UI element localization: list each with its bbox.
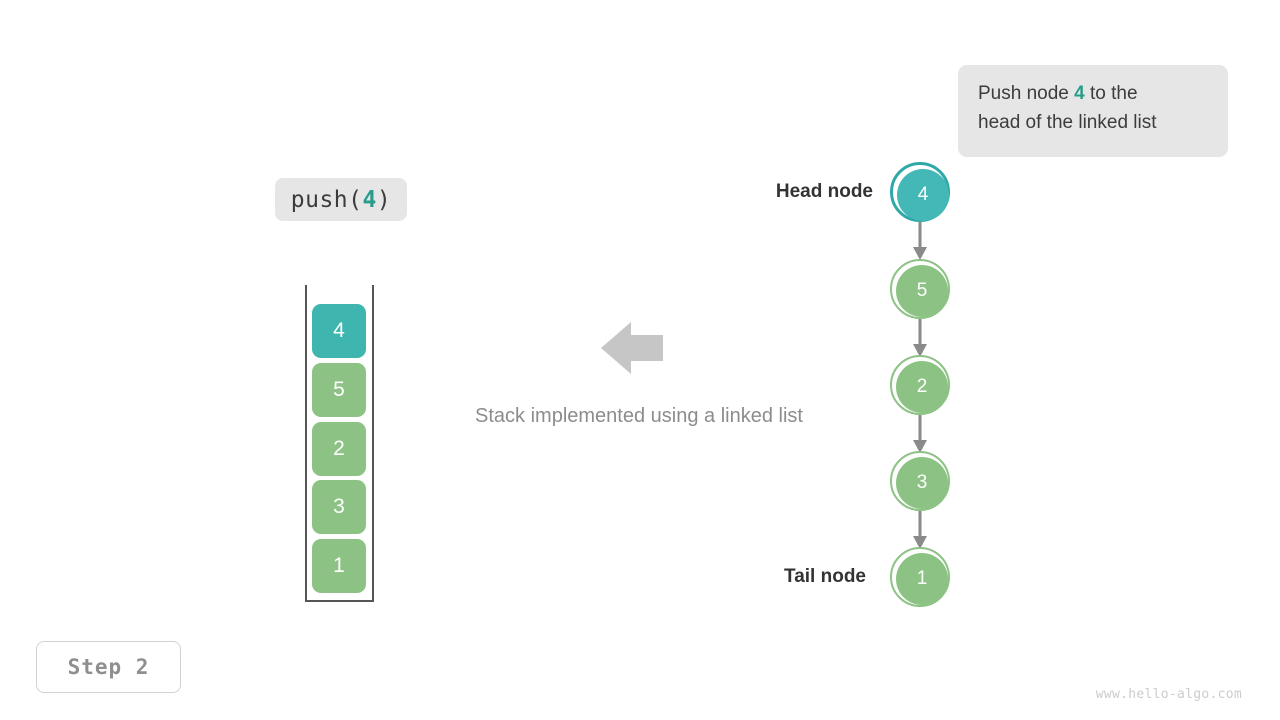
head-node-label: Head node: [775, 181, 873, 202]
transfer-left-arrow-icon: [601, 322, 663, 374]
stack-cell-value: 5: [333, 378, 345, 401]
stack-cell: 1: [312, 539, 366, 593]
stack-cell: 3: [312, 480, 366, 534]
linked-list-node: 1: [890, 547, 950, 607]
stack-caption: Stack implemented using a linked list: [0, 405, 1280, 428]
operation-suffix: ): [376, 186, 392, 213]
linked-list-node: 3: [890, 451, 950, 511]
stack-container: [305, 285, 374, 602]
link-arrow-3-to-1-icon: [913, 511, 927, 549]
watermark: www.hello-algo.com: [1095, 687, 1242, 702]
instruction-tooltip: Push node 4 to the head of the linked li…: [958, 65, 1228, 157]
stack-cell: 4: [312, 304, 366, 358]
stack-cell: 2: [312, 422, 366, 476]
operation-argument: 4: [362, 186, 377, 213]
step-badge-label: Step 2: [67, 655, 150, 679]
tooltip-line-1: Push node 4 to the: [978, 79, 1208, 108]
stack-cell-value: 3: [333, 495, 345, 518]
stack-cell: 5: [312, 363, 366, 417]
tooltip-line-2: head of the linked list: [978, 112, 1157, 133]
linked-list-node: 4: [890, 162, 950, 222]
tooltip-highlight-value: 4: [1074, 83, 1085, 104]
tail-node-label: Tail node: [784, 566, 866, 587]
stack-caption-text: Stack implemented using a linked list: [475, 405, 803, 427]
linked-list-node-value: 2: [916, 376, 928, 397]
operation-chip-push: push(4): [275, 178, 407, 221]
linked-list-node-value: 3: [916, 472, 928, 493]
tooltip-text-after: to the: [1084, 83, 1138, 104]
stack-cell-value: 1: [333, 554, 345, 577]
operation-prefix: push(: [290, 186, 363, 213]
stack-cell-value: 2: [333, 437, 345, 460]
linked-list-node-value: 5: [916, 280, 928, 301]
stack-cell-value: 4: [333, 319, 345, 342]
tooltip-text-before: Push node: [978, 83, 1075, 104]
link-arrow-5-to-2-icon: [913, 319, 927, 357]
linked-list-node-value: 4: [917, 184, 929, 205]
linked-list-node-value: 1: [916, 568, 928, 589]
link-arrow-2-to-3-icon: [913, 415, 927, 453]
link-arrow-4-to-5-icon: [913, 222, 927, 260]
linked-list-node: 5: [890, 259, 950, 319]
step-badge: Step 2: [36, 641, 181, 693]
linked-list-node: 2: [890, 355, 950, 415]
